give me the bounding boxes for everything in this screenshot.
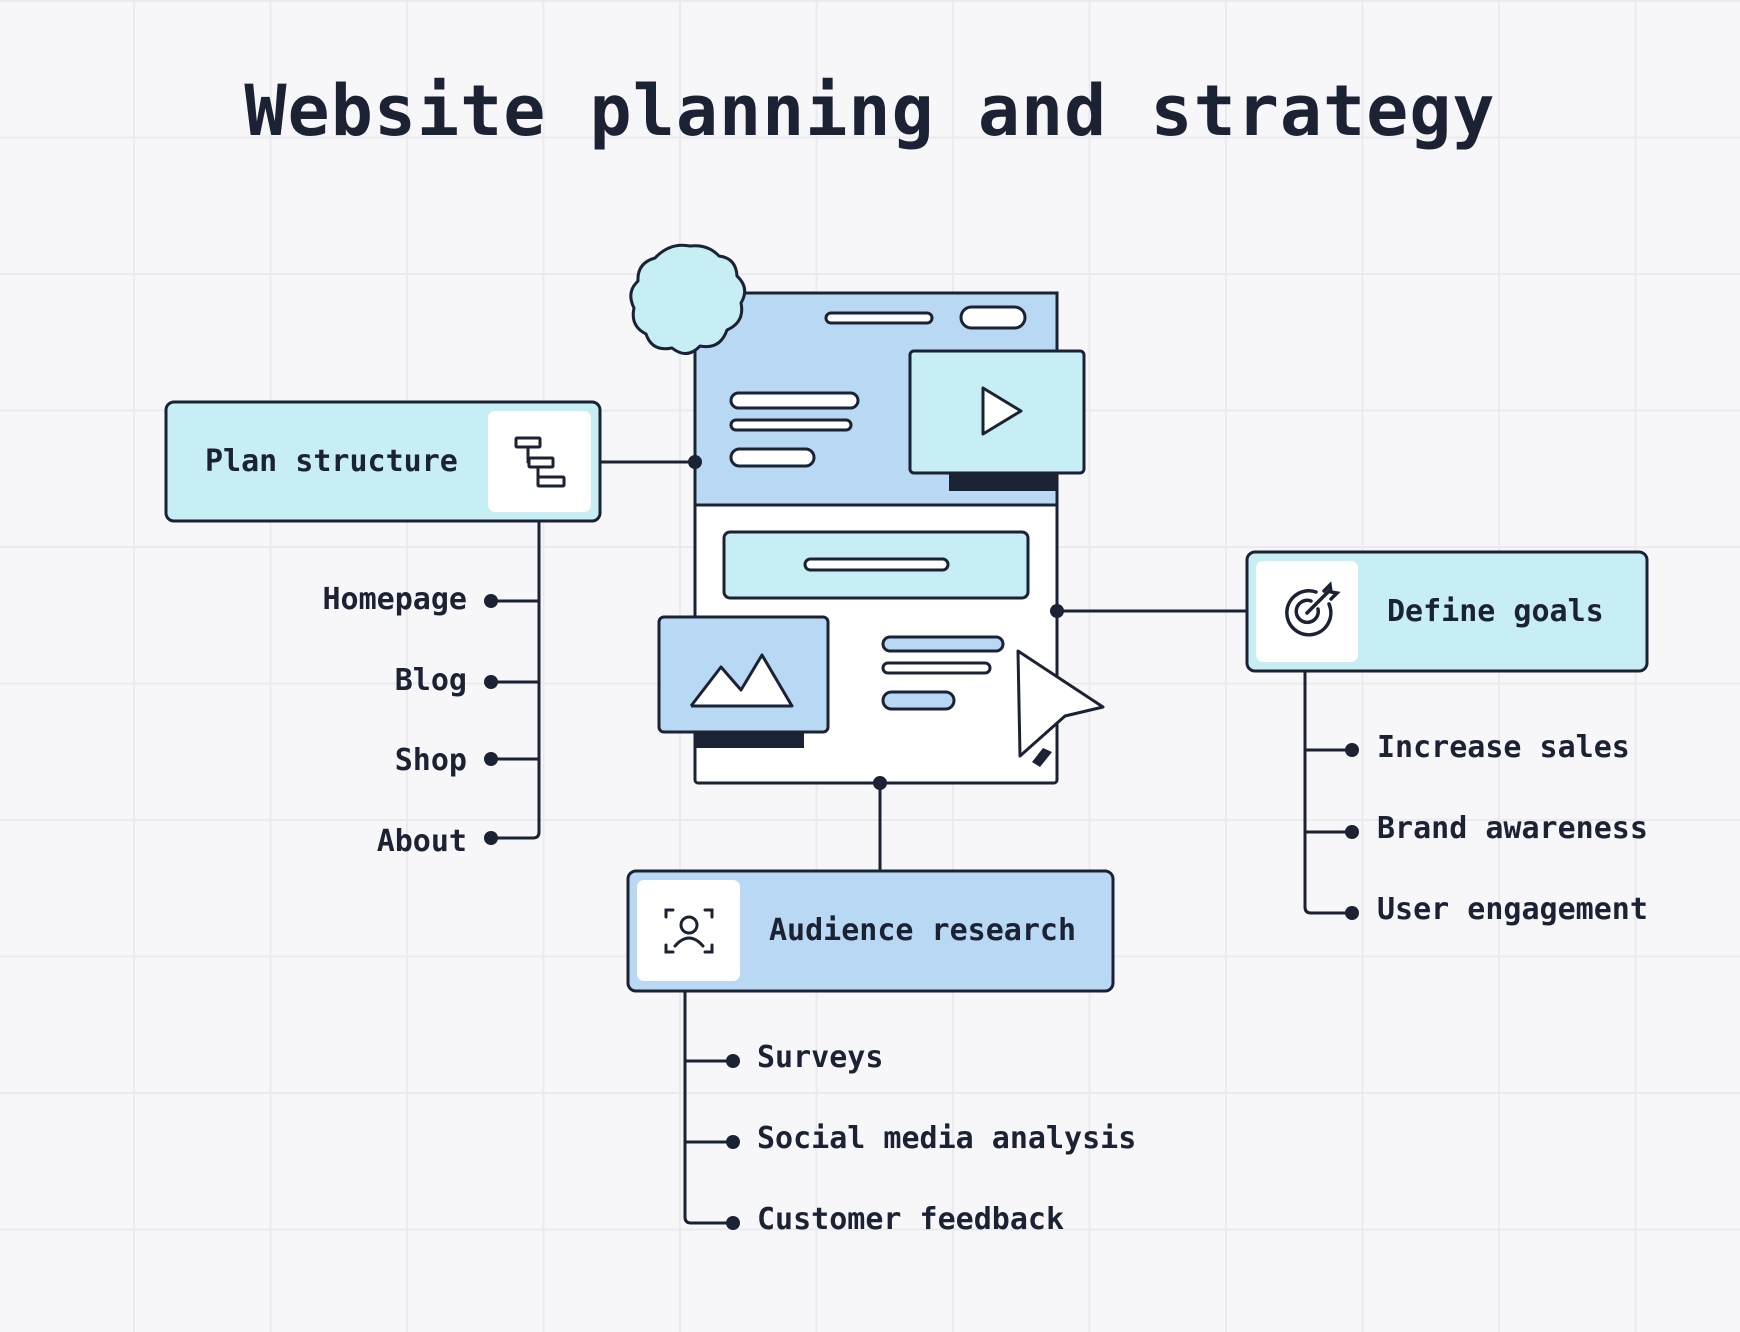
cloud-icon	[629, 243, 747, 355]
target-icon	[1285, 581, 1341, 637]
audience-research-node	[626, 869, 1115, 993]
audience-item-customer-feedback: Customer feedback	[757, 1202, 1065, 1237]
image-card	[657, 615, 830, 734]
audience-research-title: Audience research	[769, 913, 1077, 948]
page-title: Website planning and strategy	[244, 70, 1496, 152]
define-goals-title: Define goals	[1387, 594, 1604, 629]
goal-item-user-engagement: User engagement	[1377, 892, 1648, 927]
goal-item-increase-sales: Increase sales	[1377, 730, 1630, 765]
mountain-image-icon	[689, 653, 794, 708]
cursor-shadow	[1032, 748, 1052, 767]
audience-item-social-media: Social media analysis	[757, 1121, 1137, 1156]
plan-item-about: About	[376, 824, 467, 859]
play-icon	[981, 386, 1023, 436]
connector-dots	[484, 455, 1359, 1230]
website-illustration	[629, 243, 1105, 785]
connectors	[491, 460, 1352, 1225]
plan-item-blog: Blog	[394, 663, 467, 698]
goal-item-brand-awareness: Brand awareness	[1377, 811, 1648, 846]
plan-structure-title: Plan structure	[205, 444, 458, 479]
cursor-arrow-icon	[1016, 649, 1105, 758]
plan-structure-node	[164, 400, 602, 523]
audience-item-surveys: Surveys	[757, 1040, 884, 1075]
plan-item-shop: Shop	[394, 743, 467, 778]
define-goals-node	[1245, 550, 1649, 673]
plan-item-homepage: Homepage	[322, 582, 468, 617]
user-scan-icon	[664, 908, 714, 954]
sitemap-icon	[514, 436, 566, 488]
